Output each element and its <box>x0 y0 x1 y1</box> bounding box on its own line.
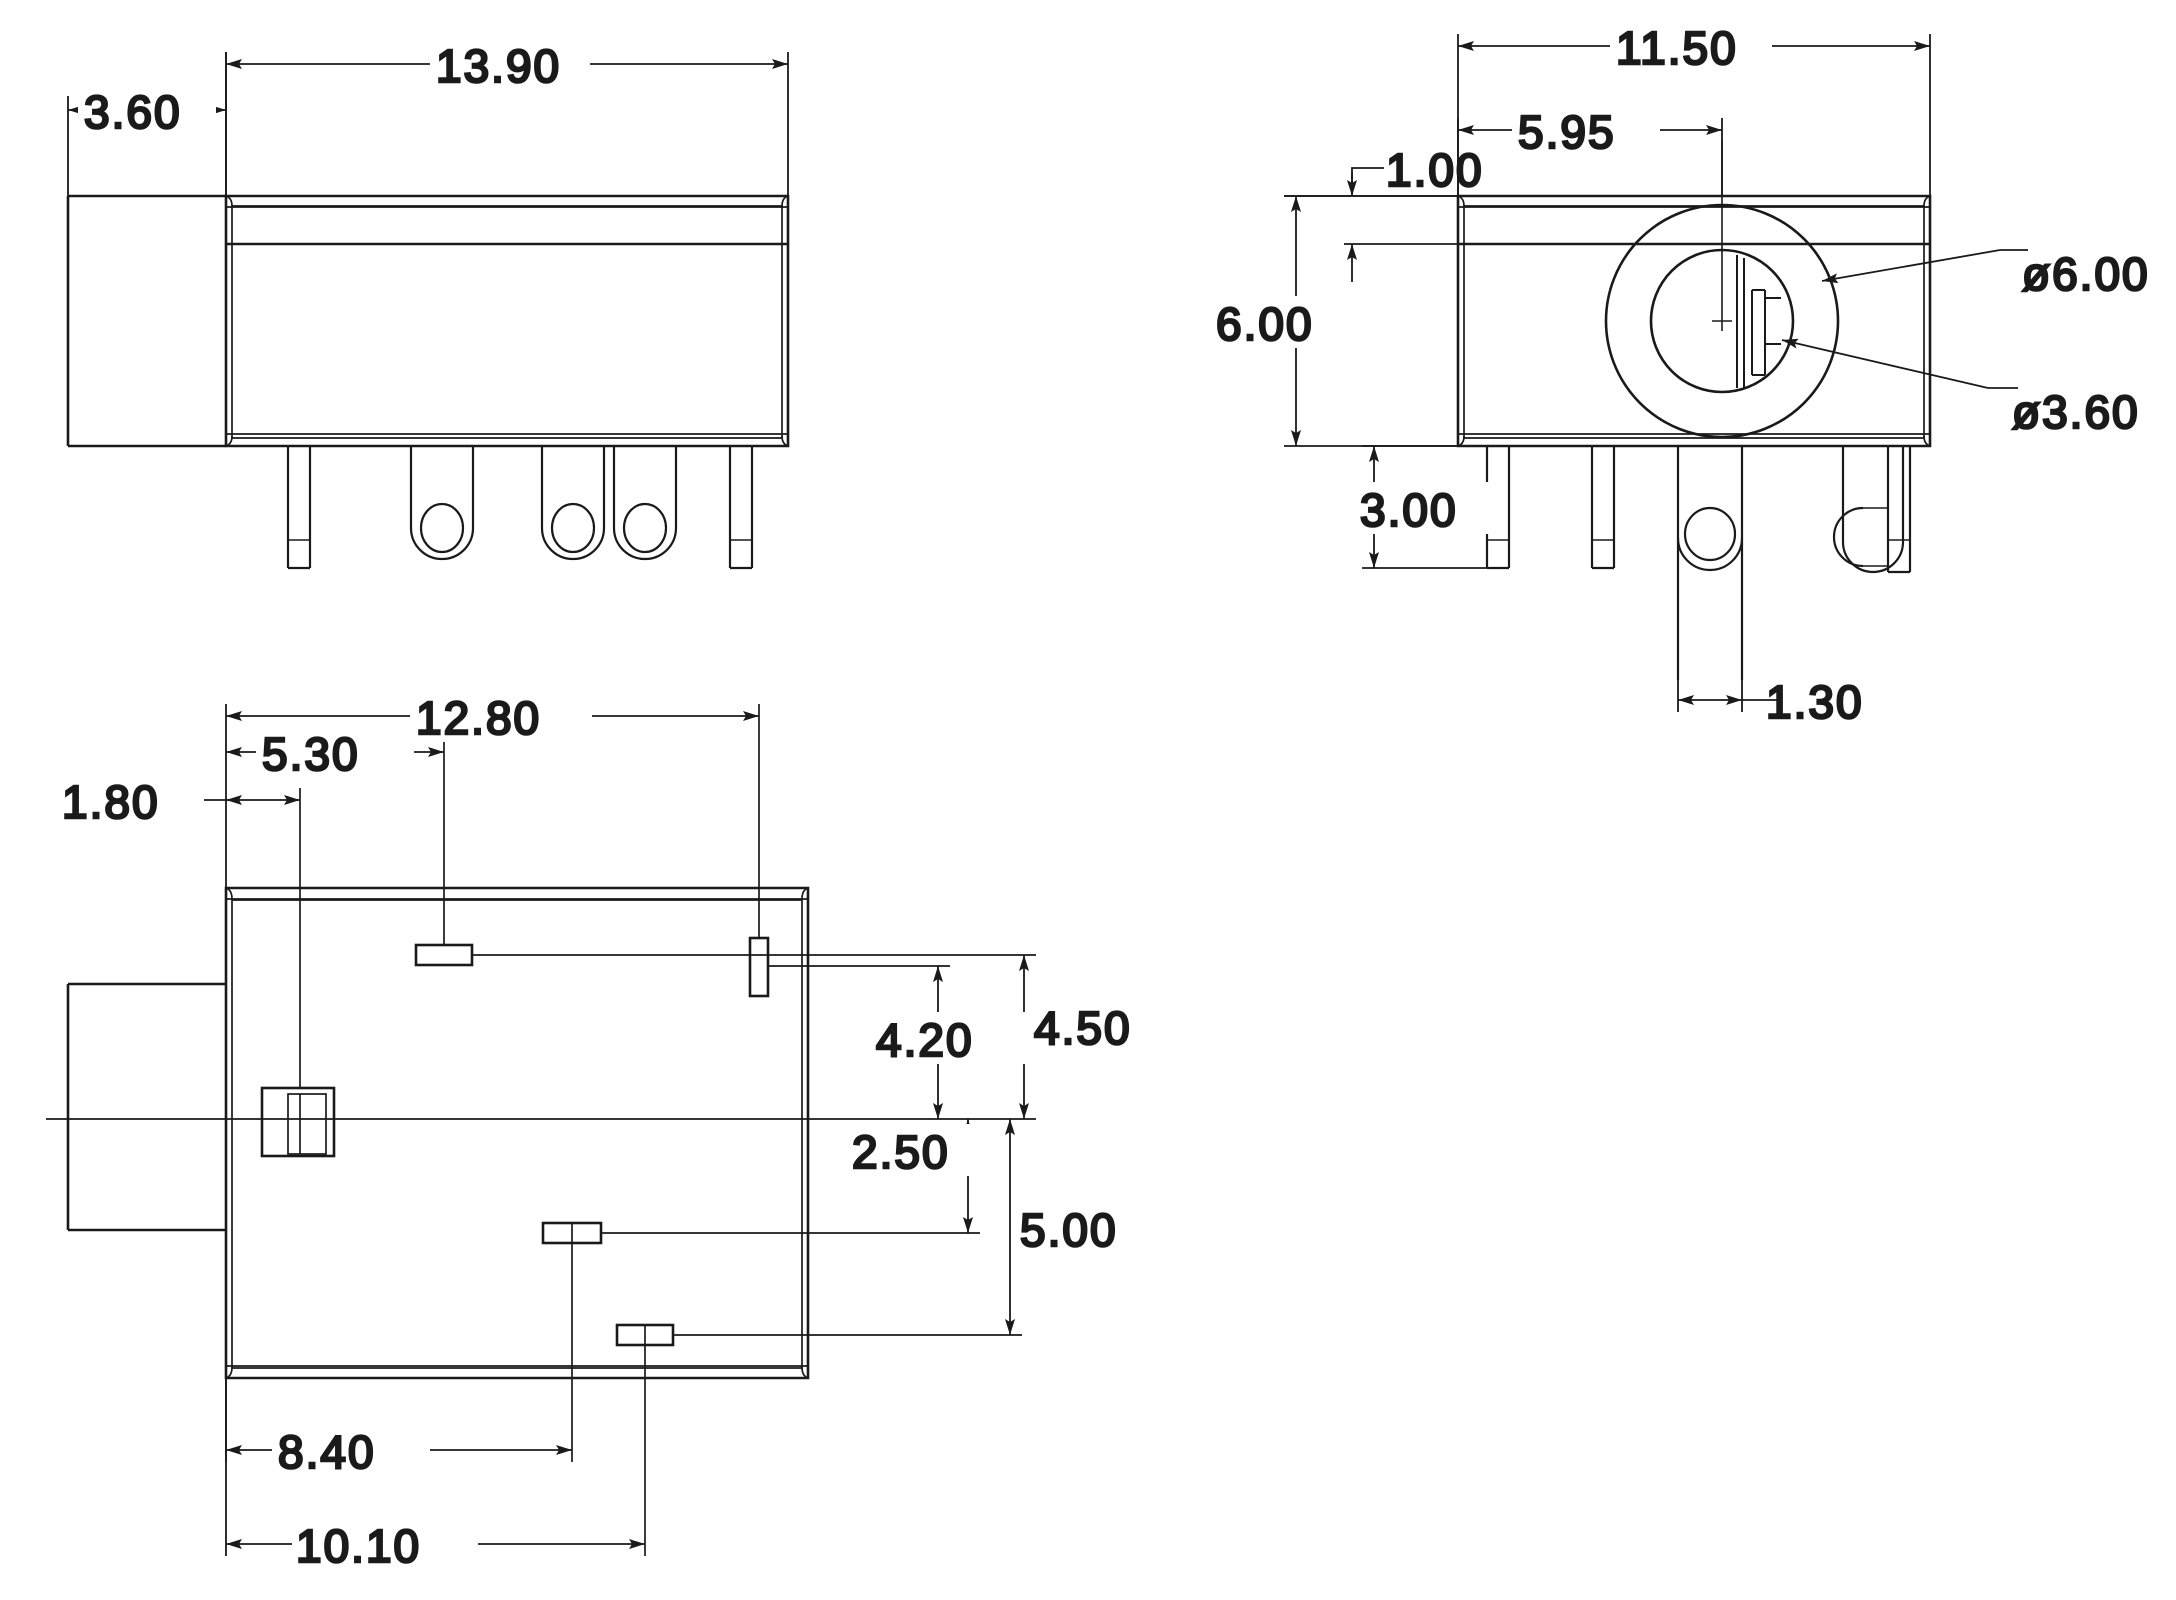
dimension-6-00-height <box>1210 195 1458 447</box>
front-view-pin-group <box>286 446 754 570</box>
dimension-label-3-60: 3.60 <box>84 86 182 138</box>
front-view-pin-1 <box>286 446 312 570</box>
dimension-label-1-80: 1.80 <box>62 776 160 828</box>
top-view-body-outline <box>224 886 810 1380</box>
end-view-pin-2 <box>1590 446 1616 570</box>
dimension-5-00 <box>1005 1119 1176 1335</box>
front-view-pin-5 <box>728 446 754 570</box>
end-view-pin-1 <box>1485 446 1511 570</box>
leader-dia-3-60 <box>1781 338 2018 389</box>
dimension-1-30 <box>1677 680 1782 712</box>
end-face-view: 11.50 5.95 1.00 6.00 <box>1210 20 2150 729</box>
dimension-label-6-00: 6.00 <box>1216 298 1314 350</box>
dimension-4-50 <box>1019 955 1192 1119</box>
leader-dia-6-00 <box>1821 249 2028 284</box>
top-view-extension-lines <box>299 704 1036 1556</box>
front-view-body-outline <box>224 194 790 448</box>
top-plan-view: 12.80 5.30 1.80 4.50 4.20 <box>46 690 1192 1573</box>
dimension-label-1-30: 1.30 <box>1766 676 1864 728</box>
dimension-10-10 <box>225 1378 645 1570</box>
dimension-3-00 <box>1356 445 1502 569</box>
dimension-1-80 <box>58 774 300 826</box>
front-view-barrel-protrusion <box>66 194 226 448</box>
dimension-label-4-50: 4.50 <box>1034 1002 1132 1054</box>
dimension-11-50 <box>1457 20 1931 196</box>
end-view-pin-group <box>1485 446 1912 680</box>
dimension-label-13-90: 13.90 <box>436 40 561 92</box>
dimension-label-5-00: 5.00 <box>1020 1204 1118 1256</box>
top-view-barrel-protrusion <box>66 982 226 1232</box>
dimension-label-8-40: 8.40 <box>278 1426 376 1478</box>
dimension-4-20 <box>870 966 1030 1119</box>
end-view-keyway-detail <box>1736 255 1781 388</box>
dimension-5-95 <box>1457 104 1723 196</box>
front-view-pin-2 <box>409 446 475 561</box>
dimension-label-10-10: 10.10 <box>296 1520 421 1572</box>
dimension-label-11-50: 11.50 <box>1616 22 1738 74</box>
end-view-pin-5 <box>1886 446 1912 574</box>
front-view-pin-4 <box>612 446 678 561</box>
dimension-label-12-80: 12.80 <box>416 692 541 744</box>
dimension-label-dia-3-60: ø3.60 <box>2012 386 2140 438</box>
dimension-label-3-00: 3.00 <box>1360 484 1458 536</box>
dimension-label-4-20: 4.20 <box>876 1014 974 1066</box>
end-view-pin-3 <box>1676 446 1744 680</box>
front-side-view: 3.60 13.90 <box>66 38 790 570</box>
dimension-label-dia-6-00: ø6.00 <box>2022 248 2150 300</box>
front-view-pin-3 <box>540 446 606 561</box>
dimension-13-90 <box>225 38 789 196</box>
dimension-label-1-00: 1.00 <box>1386 144 1484 196</box>
dimension-label-5-30: 5.30 <box>262 728 360 780</box>
dimension-12-80 <box>225 690 759 888</box>
pad-side-left <box>260 1086 336 1158</box>
dimension-label-2-50: 2.50 <box>852 1126 950 1178</box>
dimension-8-40 <box>225 1378 572 1476</box>
dimension-2-50 <box>846 1119 1004 1233</box>
dimension-label-5-95: 5.95 <box>1518 106 1616 158</box>
dimension-5-30 <box>226 726 444 778</box>
